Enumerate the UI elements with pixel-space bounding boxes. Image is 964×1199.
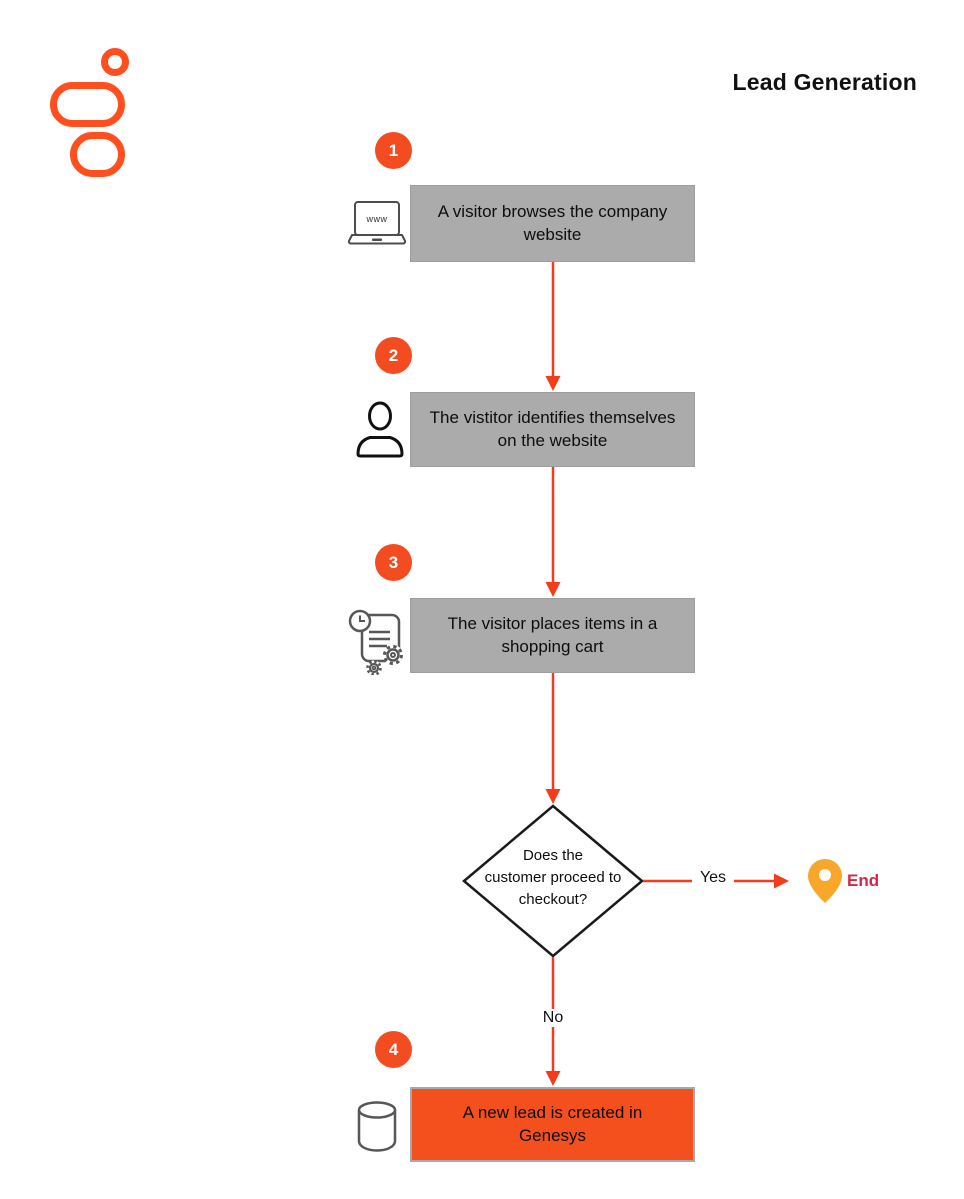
- end-node-label: End: [847, 871, 880, 890]
- logo-pill-large: [50, 82, 125, 127]
- step-4-badge: 4: [375, 1031, 412, 1068]
- decision-label: Does the customer proceed to checkout?: [484, 847, 622, 908]
- page-title: Lead Generation: [732, 69, 917, 95]
- laptop-screen-text: www: [366, 214, 388, 224]
- step-3-number: 3: [388, 552, 399, 572]
- step-2-badge: 2: [375, 337, 412, 374]
- step-3-badge: 3: [375, 544, 412, 581]
- step-3-box: The visitor places items in a shopping c…: [410, 598, 695, 673]
- step-1-badge: 1: [375, 132, 412, 169]
- document-gears-icon: [348, 608, 410, 675]
- logo-dot: [101, 48, 129, 76]
- step-2-number: 2: [388, 345, 399, 365]
- step-1-number: 1: [388, 140, 399, 160]
- step-4-box: A new lead is created in Genesys: [410, 1087, 695, 1162]
- step-1-box: A visitor browses the company website: [410, 185, 695, 262]
- location-pin-icon: [808, 859, 842, 903]
- arrowhead-decision: [545, 789, 561, 804]
- database-icon: [356, 1100, 398, 1152]
- arrowhead-step4: [545, 1071, 561, 1086]
- person-icon: [355, 401, 405, 458]
- laptop-www-icon: www: [348, 200, 406, 246]
- arrowhead-end: [774, 873, 789, 889]
- yes-branch-label: Yes: [692, 869, 734, 887]
- step-2-box: The vistitor identifies themselves on th…: [410, 392, 695, 467]
- decision-diamond: [462, 804, 644, 958]
- no-branch-label: No: [535, 1009, 571, 1027]
- genesys-logo: [45, 40, 140, 180]
- arrowhead-step3: [545, 582, 561, 597]
- logo-pill-small: [70, 132, 125, 177]
- arrowhead-step2: [545, 376, 561, 391]
- step-4-number: 4: [388, 1039, 399, 1059]
